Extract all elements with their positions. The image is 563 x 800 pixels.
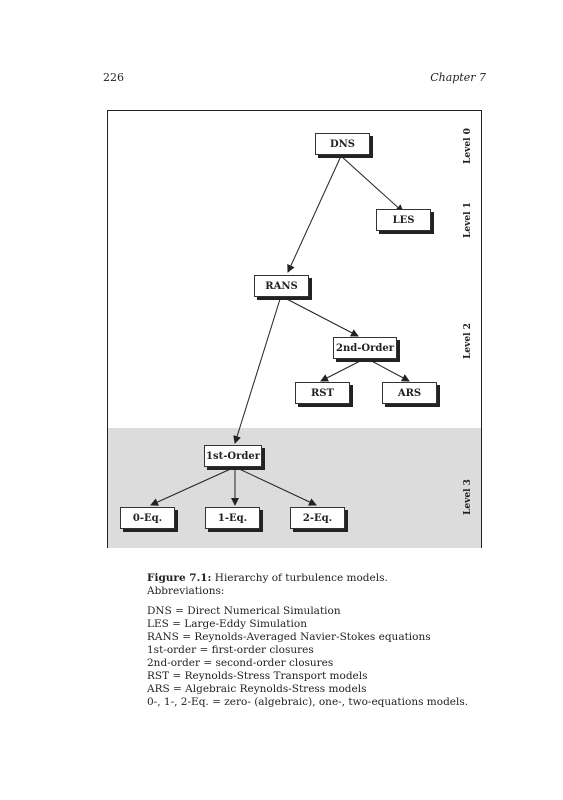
node-dns: DNS (315, 133, 370, 155)
node-les: LES (376, 209, 431, 231)
level-0-label: Level 0 (463, 128, 473, 164)
edge-1st-2eq (234, 466, 317, 506)
abbreviation-line: 2nd-order = second-order closures (147, 657, 334, 669)
caption-title: Figure 7.1: Hierarchy of turbulence mode… (147, 572, 467, 598)
edge-2nd-rst (320, 357, 367, 382)
edge-rans-1st (233, 295, 282, 444)
figure-frame: DNS LES RANS 2nd-Order RST ARS 1st-Order… (107, 110, 482, 548)
abbreviation-line: 1st-order = first-order closures (147, 644, 314, 656)
figure-caption: Figure 7.1: Hierarchy of turbulence mode… (147, 572, 469, 709)
edge-dns-les (340, 155, 404, 213)
node-2-eq: 2-Eq. (290, 507, 345, 529)
node-0-eq: 0-Eq. (120, 507, 175, 529)
node-2nd-order: 2nd-Order (333, 337, 397, 359)
level-2-label: Level 2 (463, 323, 473, 359)
caption-label: Figure 7.1: (147, 572, 212, 584)
abbreviation-line: 0-, 1-, 2-Eq. = zero- (algebraic), one-,… (147, 696, 469, 708)
abbreviation-line: ARS = Algebraic Reynolds-Stress models (147, 683, 367, 695)
edge-dns-rans (287, 155, 342, 273)
caption-text: Hierarchy of turbulence models. Abbrevia… (147, 572, 388, 597)
abbreviation-line: RST = Reynolds-Stress Transport models (147, 670, 368, 682)
edge-rans-2nd (280, 295, 359, 337)
page-number: 226 (103, 71, 124, 84)
running-head: Chapter 7 (430, 71, 486, 84)
abbreviation-line: DNS = Direct Numerical Simulation (147, 605, 341, 617)
abbreviation-line: RANS = Reynolds-Averaged Navier-Stokes e… (147, 631, 431, 643)
edge-1st-0eq (150, 466, 236, 506)
node-1-eq: 1-Eq. (205, 507, 260, 529)
abbreviation-line: LES = Large-Eddy Simulation (147, 618, 307, 630)
level-1-label: Level 1 (463, 202, 473, 238)
node-rst: RST (295, 382, 350, 404)
node-ars: ARS (382, 382, 437, 404)
hierarchy-edges (150, 155, 410, 506)
node-1st-order: 1st-Order (204, 445, 262, 467)
level-3-label: Level 3 (463, 479, 473, 515)
edge-2nd-ars (365, 357, 410, 382)
node-rans: RANS (254, 275, 309, 297)
